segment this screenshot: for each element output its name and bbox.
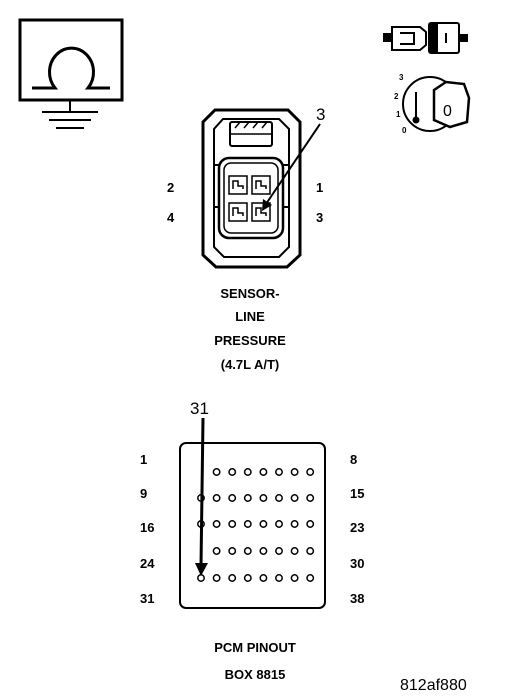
pcm-pin — [228, 574, 237, 582]
pcm-pin — [259, 520, 268, 528]
pcm-pin — [275, 520, 283, 528]
pcm-pin — [228, 547, 237, 555]
sensor-cavity-2 — [228, 175, 248, 195]
pcm-pin — [259, 547, 268, 555]
pcm-pin — [290, 468, 299, 476]
sensor-callout-label: 3 — [316, 105, 325, 124]
pcm-pin — [290, 520, 299, 528]
sensor-title-line-1: SENSOR- — [220, 286, 279, 301]
pcm-pin — [212, 574, 221, 582]
pcm-pin — [290, 547, 299, 555]
pcm-pin — [275, 494, 283, 502]
sensor-title-line-3: PRESSURE — [214, 333, 286, 348]
pcm-callout-arrow — [195, 417, 208, 576]
pcm-row-label-left: 24 — [140, 556, 155, 571]
ignition-key-position-label: 0 — [443, 103, 452, 120]
sensor-pin-label-1: 1 — [316, 180, 323, 195]
pcm-pin — [290, 574, 299, 582]
ignition-key-icon: 3 2 1 0 0 — [394, 73, 471, 135]
pcm-pin — [306, 468, 315, 476]
pcm-row-label-left: 16 — [140, 520, 154, 535]
pcm-left-labels: 1 9 16 24 31 — [140, 452, 155, 606]
ignition-position-3: 3 — [399, 73, 404, 82]
ignition-position-0: 0 — [402, 126, 407, 135]
ohmmeter-ground-icon — [18, 18, 124, 129]
sensor-connector — [201, 108, 302, 269]
pcm-row-label-left: 1 — [140, 452, 147, 467]
sensor-title-line-2: LINE — [235, 309, 265, 324]
pcm-pin — [228, 520, 237, 528]
pcm-pin — [275, 468, 283, 476]
pcm-pin — [306, 494, 315, 502]
pcm-pin — [243, 547, 252, 555]
sensor-title: SENSOR- LINE PRESSURE (4.7L A/T) — [214, 286, 286, 372]
pcm-pin — [243, 520, 252, 528]
pcm-pin — [228, 494, 237, 502]
pcm-pin — [259, 494, 268, 502]
pcm-pin — [306, 574, 315, 582]
pcm-pin — [290, 494, 299, 502]
pcm-pin — [212, 520, 221, 528]
pcm-pin — [212, 494, 221, 502]
pcm-pin — [243, 468, 252, 476]
ignition-position-1: 1 — [396, 110, 401, 119]
figure-code: 812af880 — [400, 677, 467, 694]
pcm-title: PCM PINOUT BOX 8815 — [214, 640, 296, 682]
ignition-position-2: 2 — [394, 92, 399, 101]
pcm-row-label-right: 15 — [350, 486, 364, 501]
sensor-pin-label-3: 3 — [316, 210, 323, 225]
sensor-pin-label-4: 4 — [167, 210, 175, 225]
pcm-pin — [275, 574, 283, 582]
sensor-title-line-4: (4.7L A/T) — [221, 357, 280, 372]
pcm-row-label-left: 9 — [140, 486, 147, 501]
sensor-callout-arrow — [262, 123, 321, 211]
disconnected-connector-icon — [383, 22, 468, 54]
pcm-connector-body — [179, 442, 326, 609]
pcm-row-label-left: 31 — [140, 591, 154, 606]
pcm-pin — [228, 468, 237, 476]
pcm-title-line-1: PCM PINOUT — [214, 640, 296, 655]
pcm-pin — [212, 547, 221, 555]
sensor-cavity-1 — [251, 175, 271, 195]
sensor-pin-label-2: 2 — [167, 180, 174, 195]
pcm-pin-grid — [197, 468, 315, 582]
pcm-row-label-right: 23 — [350, 520, 364, 535]
pcm-row-label-right: 38 — [350, 591, 364, 606]
pcm-pin — [275, 547, 283, 555]
pcm-pin — [306, 547, 315, 555]
pcm-pin — [306, 520, 315, 528]
pcm-pin — [259, 574, 268, 582]
pcm-right-labels: 8 15 23 30 38 — [350, 452, 364, 606]
sensor-cavity-4 — [228, 202, 248, 222]
pcm-row-label-right: 30 — [350, 556, 364, 571]
pcm-pin — [259, 468, 268, 476]
pcm-title-line-2: BOX 8815 — [225, 667, 286, 682]
pcm-pin — [243, 574, 252, 582]
pcm-pin — [212, 468, 221, 476]
pcm-callout-label: 31 — [190, 399, 209, 418]
pcm-row-label-right: 8 — [350, 452, 357, 467]
pcm-pin — [243, 494, 252, 502]
